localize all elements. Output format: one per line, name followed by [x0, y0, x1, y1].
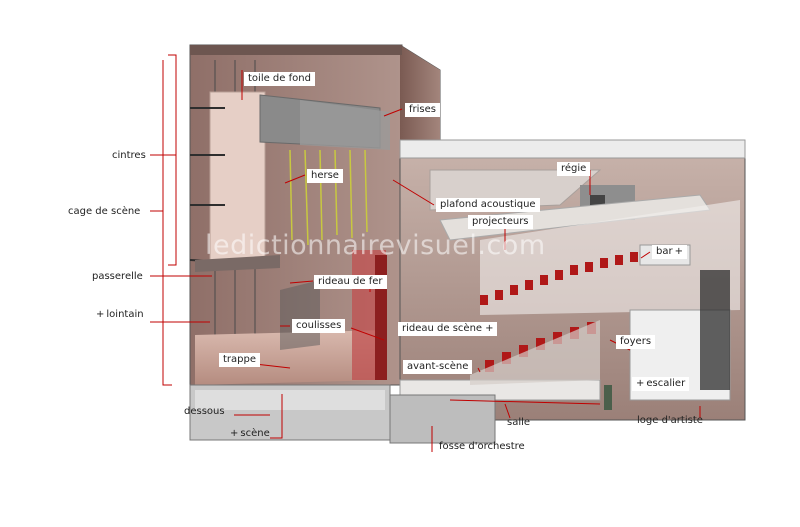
- label-coulisses: coulisses: [292, 319, 345, 333]
- label-cage-de-scene: cage de scène: [64, 205, 144, 219]
- label-dessous: dessous: [180, 405, 229, 419]
- label-salle: salle: [503, 416, 534, 430]
- label-projecteurs: projecteurs: [468, 215, 533, 229]
- label-scene: +scène: [226, 427, 274, 441]
- label-rideau-de-scene-text: rideau de scène: [402, 323, 482, 334]
- label-escalier: +escalier: [632, 377, 689, 391]
- plus-marker: +: [230, 428, 238, 439]
- label-bar-text: bar: [656, 246, 673, 257]
- label-loge-dartiste: loge d'artiste: [633, 414, 707, 428]
- label-avant-scene: avant-scène: [403, 360, 472, 374]
- label-bar: bar+: [652, 245, 687, 259]
- label-foyers: foyers: [616, 335, 655, 349]
- label-toile-de-fond: toile de fond: [244, 72, 315, 86]
- label-escalier-text: escalier: [646, 378, 685, 389]
- label-frises: frises: [405, 103, 440, 117]
- watermark: ledictionnairevisuel.com: [205, 230, 546, 261]
- label-rideau-de-scene: rideau de scène+: [398, 322, 497, 336]
- auditorium: [390, 140, 745, 443]
- label-lointain-text: lointain: [106, 309, 143, 320]
- label-herse: herse: [307, 169, 343, 183]
- label-rideau-de-fer: rideau de fer: [314, 275, 387, 289]
- label-scene-text: scène: [240, 428, 269, 439]
- label-cintres: cintres: [108, 149, 150, 163]
- plus-marker: +: [675, 246, 683, 257]
- label-plafond-acoustique: plafond acoustique: [436, 198, 540, 212]
- plus-marker: +: [96, 309, 104, 320]
- label-passerelle: passerelle: [88, 270, 147, 284]
- label-trappe: trappe: [219, 353, 260, 367]
- plus-marker: +: [636, 378, 644, 389]
- label-lointain: +lointain: [92, 308, 148, 322]
- plus-marker: +: [485, 323, 493, 334]
- label-fosse-dorchestre: fosse d'orchestre: [435, 440, 529, 454]
- label-regie: régie: [557, 162, 590, 176]
